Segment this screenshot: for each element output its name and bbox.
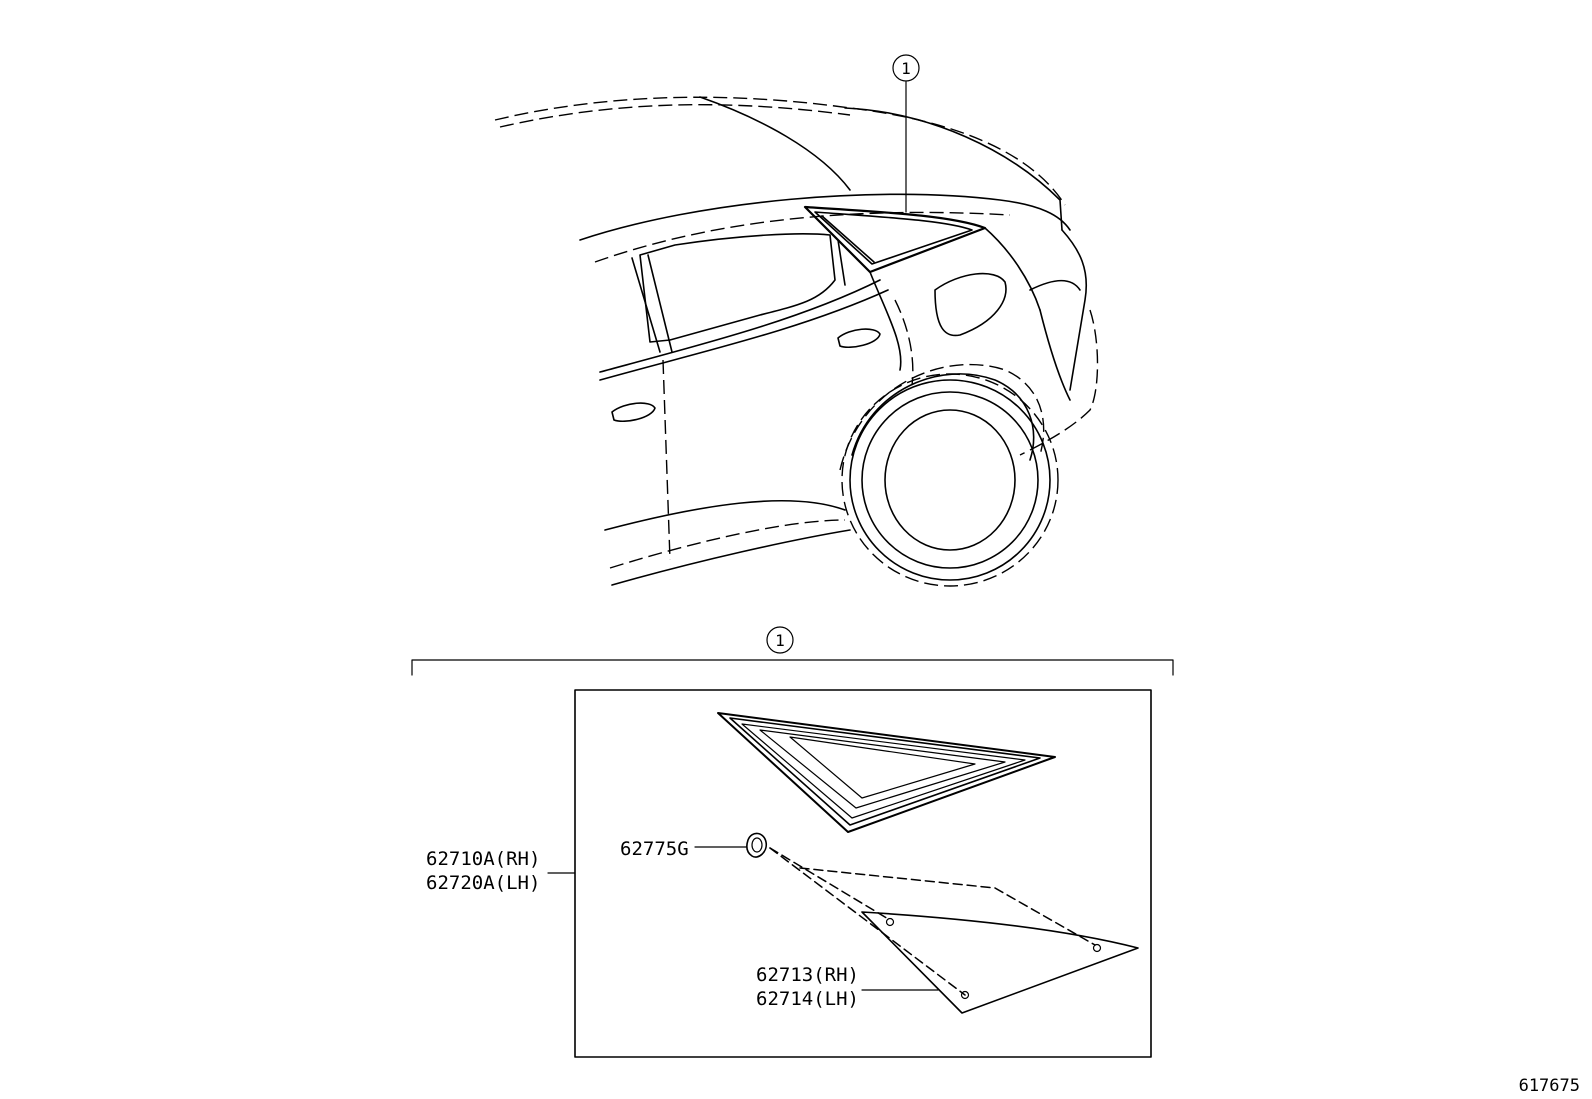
clip-label: 62775G	[620, 838, 689, 860]
assembly-lines	[769, 847, 1096, 996]
detail-box: 62775G 62713(RH) 62714(LH)	[574, 689, 1152, 1058]
spacer-lh-label: 62714(LH)	[756, 988, 859, 1010]
glass-labels: 62710A(RH) 62720A(LH)	[426, 848, 576, 894]
vehicle-rear-illustration	[494, 81, 1099, 587]
callout-top-label: 1	[901, 59, 911, 78]
glass-lh-label: 62720A(LH)	[426, 872, 540, 894]
spacer-rh-label: 62713(RH)	[756, 964, 859, 986]
spacer-sheet	[861, 911, 1139, 1014]
callout-group-label: 1	[775, 631, 785, 650]
figure-id: 617675	[1519, 1076, 1580, 1096]
callout-top: 1	[892, 54, 920, 82]
clip-part: 62775G	[620, 832, 768, 860]
quarter-glass	[717, 712, 1056, 833]
glass-rh-label: 62710A(RH)	[426, 848, 540, 870]
group-bracket: 1	[411, 626, 1174, 676]
